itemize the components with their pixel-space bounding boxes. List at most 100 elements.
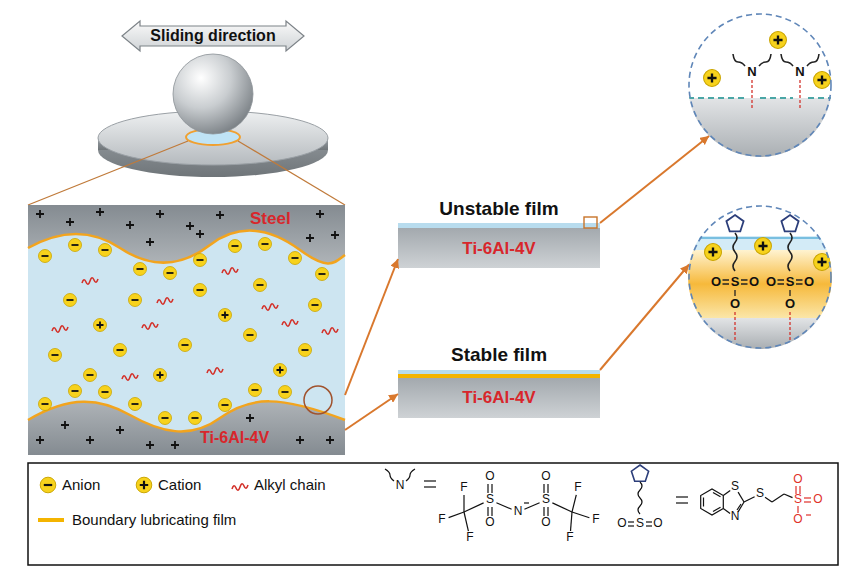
legend-swatch <box>232 484 248 491</box>
surface-charge <box>156 210 164 218</box>
legend-text: Cation <box>158 476 201 493</box>
material-label: Steel <box>250 209 291 229</box>
chemical-structure <box>703 498 704 507</box>
anion-symbol <box>189 412 202 425</box>
legend-text: Boundary lubricating film <box>72 511 236 528</box>
chemical-structure <box>487 507 488 516</box>
zoom-circle: NN <box>688 13 832 157</box>
material-label: Ti-6Al-4V <box>462 388 535 408</box>
anion-symbol <box>244 329 257 342</box>
anion-symbol <box>299 344 312 357</box>
zoom-unstable-art <box>752 80 800 108</box>
contact-zone-art <box>28 401 345 455</box>
contact-zone: SteelTi-6Al-4V <box>28 205 345 455</box>
substrate-art <box>398 370 600 374</box>
atom-symbol: N <box>795 65 804 80</box>
cation-symbol <box>154 369 167 382</box>
zoom-marker <box>304 386 332 414</box>
zoom-unstable-art <box>814 72 831 89</box>
alkyl-chain <box>142 323 158 330</box>
chemical-structure <box>738 492 744 502</box>
anion-symbol <box>194 254 207 267</box>
alkyl-chain <box>207 368 223 375</box>
substrate-art <box>398 217 600 418</box>
zoom-unstable-art <box>688 13 832 98</box>
chemical-structure <box>449 512 464 518</box>
chemical-structure <box>487 484 488 493</box>
zoom-unstable-art <box>733 54 819 66</box>
cation-symbol <box>274 364 287 377</box>
contact-zone-art <box>28 205 345 455</box>
atom-symbol: N <box>396 479 405 493</box>
atom-symbol: O <box>785 297 795 312</box>
direction-arrow: Sliding direction <box>122 21 304 51</box>
chemical-structure <box>628 521 634 522</box>
surface-charge <box>196 230 204 238</box>
zoom-stable-art <box>733 233 792 271</box>
zoom-stable-art <box>778 283 785 284</box>
block-title: Stable film <box>451 344 547 366</box>
chemical-structure <box>638 482 642 514</box>
surface-charge <box>66 218 74 226</box>
chemical-structure <box>744 497 755 502</box>
anion-symbol <box>229 240 242 253</box>
connector-arrow <box>600 264 689 370</box>
zoom-stable-art <box>789 290 790 296</box>
zoom-stable-art <box>781 215 798 231</box>
anion-symbol <box>219 399 232 412</box>
chemical-structure <box>572 495 576 512</box>
chemical-structure <box>572 512 589 518</box>
chemical-structure <box>631 465 648 481</box>
atom-symbol: F <box>592 513 599 527</box>
atom-symbol: F <box>566 531 573 545</box>
surface-charge <box>61 421 69 429</box>
chemical-structure <box>424 486 436 487</box>
zoom-stable-art <box>723 283 730 284</box>
chemical-structure <box>701 489 724 515</box>
zoom-stable-art <box>726 215 798 231</box>
chemical-structure <box>784 494 793 498</box>
anion-symbol <box>64 294 77 307</box>
chemical-structure <box>713 507 721 511</box>
zoom-stable-art <box>778 279 785 280</box>
zoom-stable-art <box>741 283 748 284</box>
leader-line <box>238 141 345 205</box>
chemical-structure <box>571 512 573 531</box>
zoom-unstable-art <box>751 80 752 108</box>
anion-symbol <box>316 268 329 281</box>
alkyl-chain <box>262 304 278 311</box>
surface-charge <box>326 436 334 444</box>
chemical-structure <box>547 484 548 493</box>
chemical-structure <box>543 484 544 493</box>
atom-symbol: S <box>794 493 802 507</box>
atom-symbol: S <box>786 275 795 290</box>
anion-symbol <box>39 250 52 263</box>
atom-symbol: N <box>514 505 523 519</box>
chemical-structure <box>491 484 492 493</box>
substrate-art <box>398 228 600 268</box>
legend-swatch <box>136 477 152 493</box>
contact-zone-art <box>28 205 345 455</box>
atom-symbol: S <box>542 493 550 507</box>
chemical-structure <box>464 503 484 512</box>
surface-charge <box>36 436 44 444</box>
alkyl-chain <box>157 298 173 305</box>
leader-line <box>28 141 188 205</box>
surface-charge <box>186 222 194 230</box>
atom-symbol: O <box>711 275 721 290</box>
atom-symbol: O <box>541 470 550 484</box>
anion-symbol <box>39 398 52 411</box>
chemical-structure <box>552 503 572 512</box>
atom-symbol: O <box>793 473 802 487</box>
zoom-unstable-art <box>688 13 832 158</box>
chemical-structure <box>464 512 468 531</box>
zoom-stable-art <box>723 279 730 280</box>
zoom-stable-art <box>688 318 832 349</box>
anion-symbol <box>129 398 142 411</box>
chemical-structure <box>804 501 811 502</box>
anion-symbol <box>69 239 82 252</box>
chemical-structure <box>765 497 772 502</box>
circle-outline <box>688 13 832 157</box>
anion-symbol <box>99 386 112 399</box>
